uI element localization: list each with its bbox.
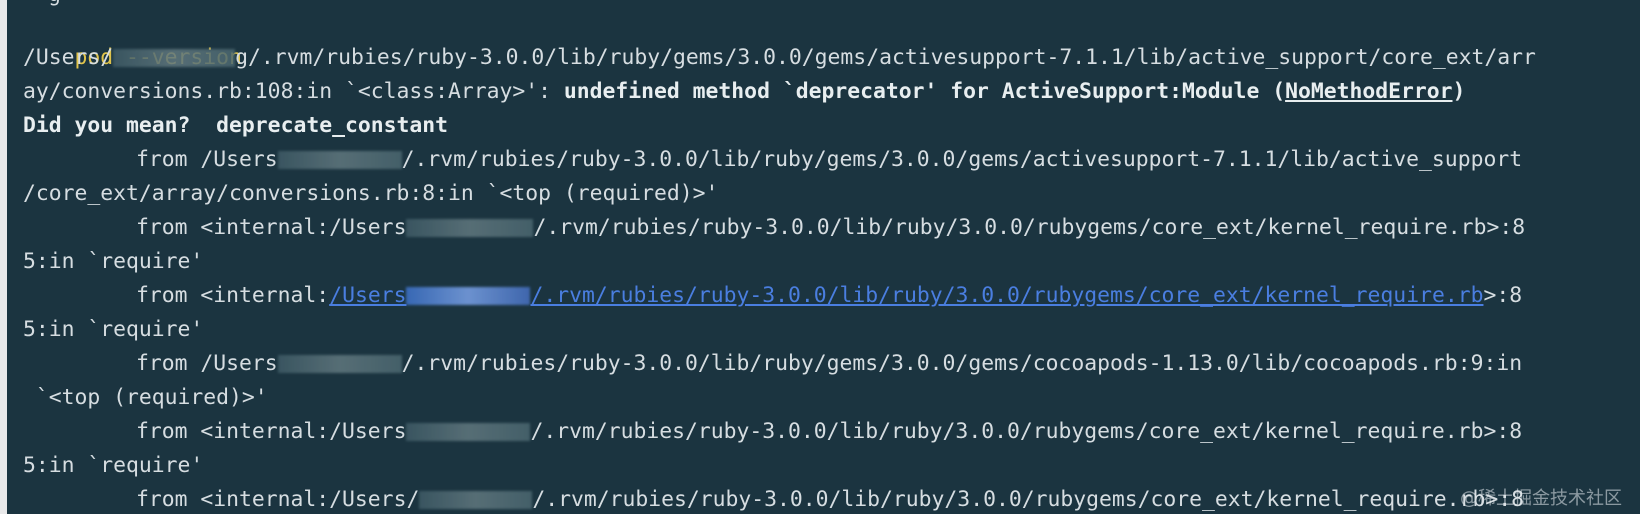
trace-line-2-wrap: 5:in `require' <box>23 249 204 274</box>
trace-line-4-wrap: `<top (required)>' <box>23 385 268 410</box>
trace-line-2: from <internal:/Users/.rvm/rubies/ruby-3… <box>136 215 1526 240</box>
trace-line-3-wrap: 5:in `require' <box>23 317 204 342</box>
redacted-username <box>277 355 402 373</box>
trace-line-4: from /Users/.rvm/rubies/ruby-3.0.0/lib/r… <box>136 351 1523 376</box>
error-line-1: /Users/g/.rvm/rubies/ruby-3.0.0/lib/ruby… <box>23 45 1536 70</box>
previous-output-fragment: ~ g <box>23 0 61 6</box>
trace-line-5-wrap: 5:in `require' <box>23 453 204 478</box>
error-line-2: ay/conversions.rb:108:in `<class:Array>'… <box>23 79 1466 104</box>
site-watermark: @稀土掘金技术社区 <box>1460 488 1622 509</box>
trace-line-5: from <internal:/Users/.rvm/rubies/ruby-3… <box>136 419 1523 444</box>
redacted-username <box>113 49 236 67</box>
trace-line-3: from <internal:/Users/.rvm/rubies/ruby-3… <box>136 283 1523 308</box>
redacted-username <box>419 491 533 509</box>
terminal-output[interactable]: ❯❯pod --version /Users/g/.rvm/rubies/rub… <box>23 7 1633 514</box>
error-class: NoMethodError <box>1285 79 1453 104</box>
redacted-username <box>277 151 402 169</box>
redacted-username <box>406 423 531 441</box>
redacted-username <box>406 219 534 237</box>
trace-line-1-wrap: /core_ext/array/conversions.rb:8:in `<to… <box>23 181 719 206</box>
window-gutter <box>0 0 7 514</box>
prompt-line: ❯❯pod --version <box>23 7 1633 70</box>
file-link[interactable]: /Users/.rvm/rubies/ruby-3.0.0/lib/ruby/3… <box>329 283 1484 308</box>
trace-line-6: from <internal:/Users//.rvm/rubies/ruby-… <box>136 487 1524 512</box>
trace-line-1: from /Users/.rvm/rubies/ruby-3.0.0/lib/r… <box>136 147 1523 172</box>
redacted-username <box>406 287 531 305</box>
did-you-mean-line: Did you mean? deprecate_constant <box>23 113 448 138</box>
